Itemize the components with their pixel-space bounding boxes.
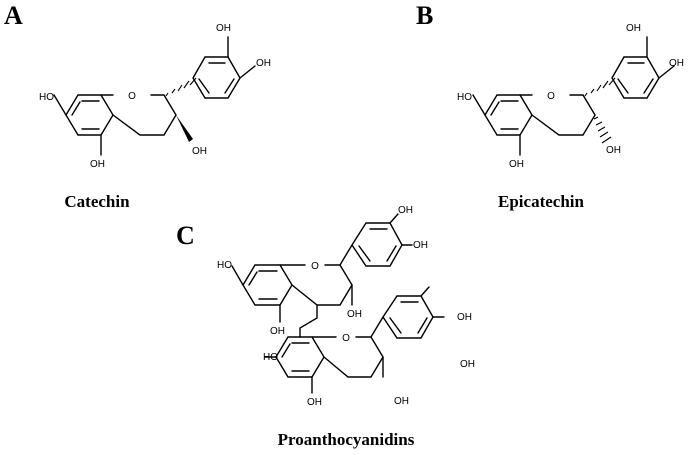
catechin-structure: A O HO OH OH OH OH Catechin xyxy=(4,1,271,211)
catechin-oh-3: OH xyxy=(192,146,207,157)
epicatechin-oh-3prime: OH xyxy=(626,23,641,34)
lower-unit-ring-oxygen: O xyxy=(342,333,350,344)
epicatechin-ring-oxygen: O xyxy=(547,91,555,102)
lower-unit-c-ring xyxy=(311,336,384,378)
epicatechin-oh-3: OH xyxy=(606,145,621,156)
catechin-name: Catechin xyxy=(64,192,130,211)
catechin-b-ring xyxy=(192,56,241,99)
upper-unit-oh-3prime: OH xyxy=(398,205,413,216)
upper-unit-oh-3: OH xyxy=(347,309,362,320)
upper-unit-a-ring xyxy=(242,264,293,306)
upper-unit-b-ring xyxy=(339,222,403,267)
epicatechin-name: Epicatechin xyxy=(498,192,584,211)
epicatechin-c-ring xyxy=(519,94,596,136)
upper-unit-c-ring xyxy=(279,264,353,306)
lower-unit-oh-5: OH xyxy=(307,397,322,408)
epicatechin-oh-7: HO xyxy=(457,92,472,103)
catechin-c-ring xyxy=(100,94,177,136)
epicatechin-substituent-bonds xyxy=(472,36,675,156)
lower-unit-oh-3prime: OH xyxy=(457,312,472,323)
catechin-a-ring xyxy=(65,94,114,136)
lower-unit-substituent-bonds xyxy=(264,286,445,394)
epicatechin-oh-4prime: OH xyxy=(669,58,684,69)
proanthocyanidins-name: Proanthocyanidins xyxy=(278,430,415,449)
interflavan-bond xyxy=(299,304,318,338)
lower-unit-oh-7: HO xyxy=(263,352,278,363)
catechin-ring-oxygen: O xyxy=(128,91,136,102)
catechin-oh-7: HO xyxy=(39,92,54,103)
panel-label-b: B xyxy=(416,1,433,30)
epicatechin-a-ring xyxy=(484,94,533,136)
proanthocyanidin-structure: C O HO OH OH OH OH O HO OH OH OH OH Proa… xyxy=(176,205,475,449)
epicatechin-structure: B O HO OH OH OH OH Epicatechin xyxy=(416,1,684,211)
epicatechin-b-ring xyxy=(611,56,660,99)
lower-unit-b-ring xyxy=(370,295,434,339)
upper-unit-oh-4prime: OH xyxy=(413,240,428,251)
panel-label-c: C xyxy=(176,221,195,250)
epicatechin-c3-hash-bond xyxy=(593,116,612,144)
catechin-oh-4prime: OH xyxy=(256,58,271,69)
upper-unit-oh-5: OH xyxy=(270,326,285,337)
catechin-c2-hash-bond xyxy=(165,77,197,97)
lower-unit-oh-4prime: OH xyxy=(460,359,475,370)
upper-unit-oh-7: HO xyxy=(217,260,232,271)
lower-unit-oh-3: OH xyxy=(394,396,409,407)
catechin-oh-5: OH xyxy=(90,159,105,170)
catechin-substituent-bonds xyxy=(53,36,256,156)
epicatechin-c2-hash-bond xyxy=(584,77,616,97)
epicatechin-oh-5: OH xyxy=(509,159,524,170)
upper-unit-ring-oxygen: O xyxy=(311,261,319,272)
upper-unit-substituent-bonds xyxy=(231,213,413,323)
panel-label-a: A xyxy=(4,1,23,30)
catechin-oh-3prime: OH xyxy=(216,23,231,34)
lower-unit-a-ring xyxy=(275,336,325,378)
catechin-c3-wedge-bond xyxy=(176,115,193,142)
